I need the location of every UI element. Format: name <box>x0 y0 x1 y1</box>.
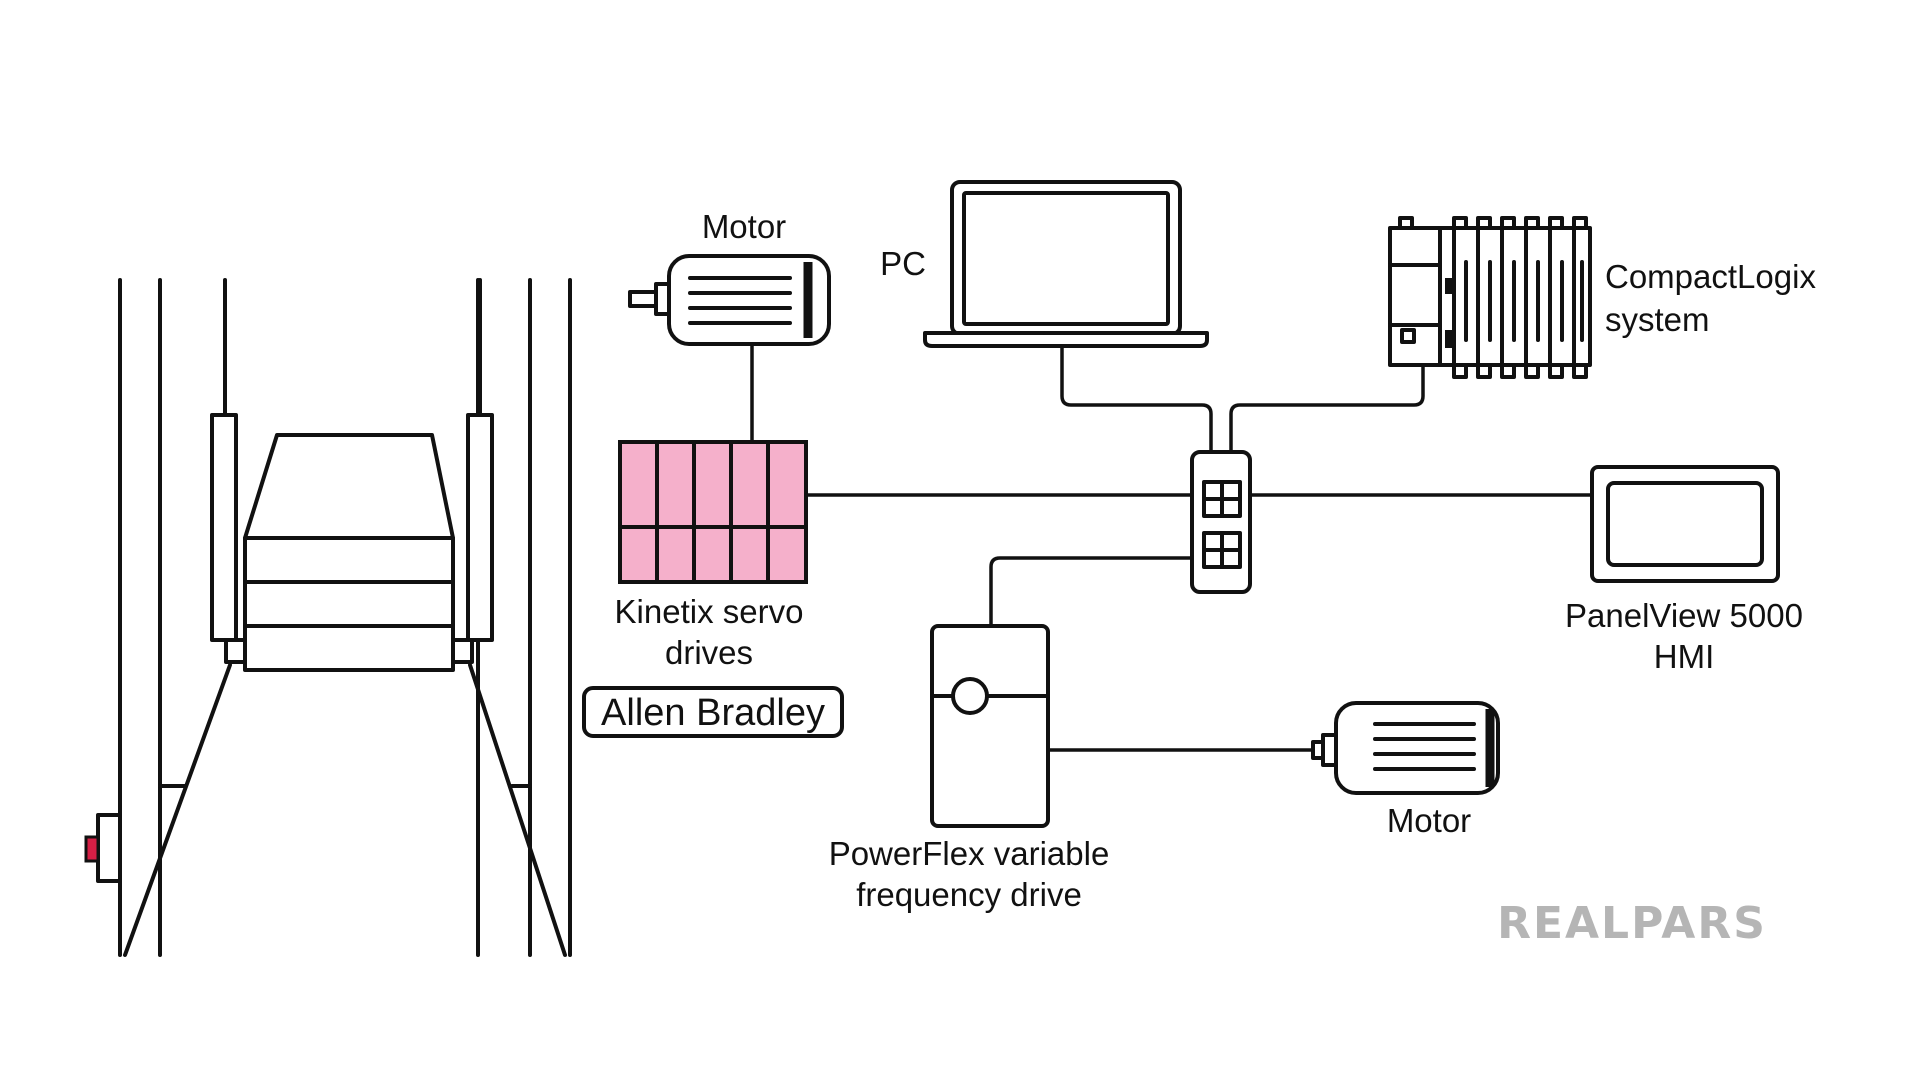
servo-drive-icon <box>618 440 808 584</box>
motor-icon-bottom <box>1311 701 1500 795</box>
panelview-label-line2: HMI <box>1654 638 1715 675</box>
indicator-red-light <box>84 835 100 863</box>
laptop-icon <box>923 180 1209 348</box>
hmi-panel-icon <box>1590 465 1780 583</box>
compactlogix-label-line2: system <box>1605 301 1710 338</box>
brand-label: Allen Bradley <box>601 692 825 734</box>
motor-top-label: Motor <box>702 208 786 245</box>
allen-bradley-badge: Allen Bradley <box>582 686 844 738</box>
kinetix-label-line2: drives <box>665 634 753 671</box>
ethernet-switch-icon <box>1190 450 1252 594</box>
powerflex-label-line1: PowerFlex variable <box>829 835 1110 872</box>
kinetix-label-line1: Kinetix servo <box>615 593 804 630</box>
vfd-icon <box>930 624 1050 828</box>
network-cables <box>750 343 1594 752</box>
pc-label: PC <box>880 245 926 282</box>
motor-icon-top <box>628 254 831 346</box>
conveyor-machine-icon <box>84 278 572 957</box>
compactlogix-label-line1: CompactLogix <box>1605 258 1816 295</box>
realpars-logo: REALPARS <box>1497 898 1767 949</box>
plc-rack-icon <box>1388 216 1592 379</box>
motor-bottom-label: Motor <box>1387 802 1471 839</box>
powerflex-label-line2: frequency drive <box>856 876 1082 913</box>
panelview-label-line1: PanelView 5000 <box>1565 597 1803 634</box>
